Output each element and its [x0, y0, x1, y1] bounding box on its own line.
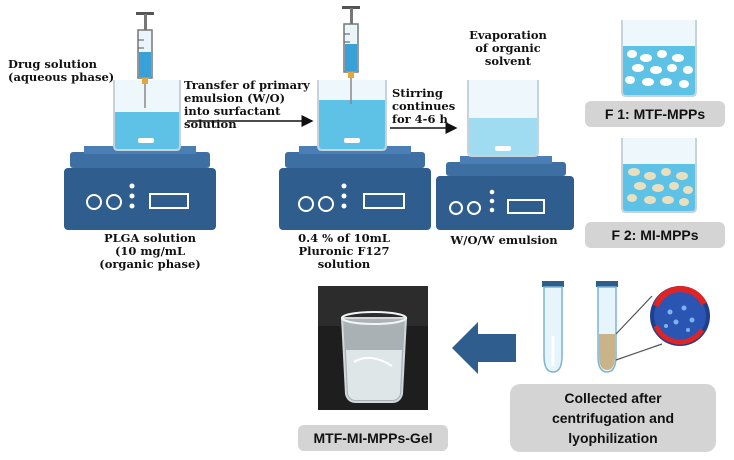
gel-photo: [318, 286, 428, 410]
drug-solution-label: Drug solution (aqueous phase): [8, 57, 115, 84]
centrifuge-tube-icon: [596, 281, 618, 373]
beaker-icon: [317, 80, 387, 151]
beaker-icon: [621, 138, 697, 213]
magnetic-stirrer-icon: [279, 146, 431, 230]
magnetic-stirrer-icon: [64, 146, 216, 230]
magnetic-stirrer-icon: [436, 156, 574, 230]
beaker-icon: [467, 80, 539, 157]
big-left-arrow: [452, 322, 516, 374]
syringe-icon: [342, 6, 360, 104]
centrifuge-tube-icon: [542, 281, 564, 373]
f1-box: F 1: MTF-MPPs: [585, 101, 725, 127]
evaporation-label: Evaporation of organic solvent: [469, 28, 547, 68]
transfer-label: Transfer of primary emulsion (W/O) into …: [184, 78, 310, 131]
f2-box: F 2: MI-MPPs: [585, 222, 725, 248]
beaker-icon: [621, 20, 697, 97]
wow-emulsion-label: W/O/W emulsion: [450, 233, 558, 247]
stirring-label: Stirring continues for 4-6 h: [392, 86, 456, 126]
syringe-icon: [136, 12, 154, 108]
microparticle-icon: [650, 285, 710, 346]
collected-box: Collected after centrifugation and lyoph…: [510, 384, 716, 452]
pluronic-label: 0.4 % of 10mL Pluronic F127 solution: [298, 231, 390, 271]
beaker-icon: [113, 80, 181, 151]
plga-label: PLGA solution (10 mg/mL (organic phase): [99, 231, 201, 271]
gel-box: MTF-MI-MPPs-Gel: [298, 425, 448, 451]
